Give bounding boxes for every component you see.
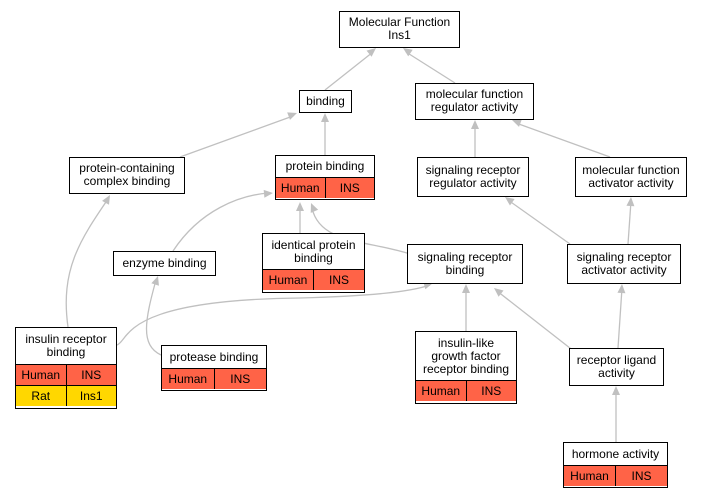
node-label: binding xyxy=(306,93,345,108)
species-cell: Human xyxy=(564,466,615,486)
node-label: identical protein binding xyxy=(271,237,356,265)
node-protease-binding[interactable]: protease binding Human INS xyxy=(161,345,267,391)
species-cell: Human xyxy=(416,381,466,401)
node-signaling-receptor-binding[interactable]: signaling receptor binding xyxy=(407,244,523,284)
node-signaling-receptor-regulator-activity[interactable]: signaling receptor regulator activity xyxy=(417,157,529,197)
node-label: protein-containing complex binding xyxy=(79,161,175,188)
arrowhead-irb-to-pcb xyxy=(102,195,110,205)
node-molecular-function-regulator-activity[interactable]: molecular function regulator activity xyxy=(415,83,534,120)
node-label: protease binding xyxy=(169,349,259,364)
node-label: signaling receptor regulator activity xyxy=(425,162,521,190)
edge-pcb-to-binding xyxy=(179,115,294,158)
node-label: insulin-like growth factor receptor bind… xyxy=(422,335,510,376)
annotation-row-rat: Rat Ins1 xyxy=(16,385,116,406)
arrowhead-binding-to-mf xyxy=(366,48,376,57)
edge-rla-to-srb xyxy=(496,290,576,353)
node-label: protein binding xyxy=(285,159,365,173)
arrowhead-pb-to-binding xyxy=(321,113,329,122)
node-protein-binding[interactable]: protein binding Human INS xyxy=(275,155,375,200)
edge-binding-to-mf xyxy=(324,51,374,91)
node-label: Molecular Function Ins1 xyxy=(348,15,451,42)
arrowhead-ha-to-rla xyxy=(612,386,620,395)
annotation-row-human: Human INS xyxy=(162,368,266,389)
gene-cell: INS xyxy=(324,178,374,198)
gene-cell: INS xyxy=(65,365,116,385)
node-label: molecular function regulator activity xyxy=(425,87,524,114)
node-molecular-function-ins1[interactable]: Molecular Function Ins1 xyxy=(339,11,460,48)
species-cell: Human xyxy=(263,270,313,290)
gene-cell: INS xyxy=(213,369,266,389)
arrowhead-prb-to-eb xyxy=(151,276,159,286)
arrowhead-rla-to-srb xyxy=(494,288,504,297)
annotation-row-human: Human INS xyxy=(263,269,364,290)
arrowhead-mfra-to-mf xyxy=(403,48,413,57)
arrowhead-igf-to-srb xyxy=(462,284,470,293)
species-cell: Human xyxy=(16,365,66,385)
node-label: molecular function activator activity xyxy=(582,162,680,190)
node-protein-containing-complex-binding[interactable]: protein-containing complex binding xyxy=(69,157,185,194)
node-identical-protein-binding[interactable]: identical protein binding Human INS xyxy=(262,233,365,293)
node-insulin-like-growth-factor-receptor-binding[interactable]: insulin-like growth factor receptor bind… xyxy=(415,331,517,404)
node-binding[interactable]: binding xyxy=(299,90,352,113)
arrowhead-mfaa-to-mfra xyxy=(512,119,522,127)
species-cell: Human xyxy=(162,369,214,389)
node-molecular-function-activator-activity[interactable]: molecular function activator activity xyxy=(575,157,687,197)
gene-cell: INS xyxy=(465,381,516,401)
arrowhead-srb-to-pb xyxy=(310,203,319,213)
edge-prb-to-eb xyxy=(145,279,162,356)
edge-eb-to-pb xyxy=(172,192,270,252)
node-label: signaling receptor activator activity xyxy=(576,249,672,277)
edge-rla-to-sraa xyxy=(617,287,623,349)
annotation-row-human: Human INS xyxy=(16,364,116,385)
edge-sraa-to-mfaa xyxy=(627,200,632,245)
node-label: signaling receptor binding xyxy=(417,249,513,277)
edge-irb-to-srb xyxy=(116,284,431,346)
gene-cell: Ins1 xyxy=(65,386,116,406)
arrowhead-ipb-to-pb xyxy=(296,202,304,211)
annotation-row-human: Human INS xyxy=(564,465,667,486)
annotation-row-human: Human INS xyxy=(276,177,374,198)
gene-cell: INS xyxy=(313,270,364,290)
annotation-row-human: Human INS xyxy=(416,380,516,401)
arrowhead-srra-to-mfra xyxy=(471,120,479,129)
node-label: insulin receptor binding xyxy=(25,332,107,359)
species-cell: Rat xyxy=(16,386,66,406)
edge-mfra-to-mf xyxy=(405,51,456,84)
arrowhead-sraa-to-mfaa xyxy=(626,197,635,207)
arrowhead-pcb-to-binding xyxy=(287,112,297,120)
edge-mfaa-to-mfra xyxy=(515,122,611,158)
species-cell: Human xyxy=(276,178,325,198)
node-insulin-receptor-binding[interactable]: insulin receptor binding Human INS Rat I… xyxy=(15,327,117,409)
arrowhead-eb-to-pb xyxy=(263,189,273,198)
node-label: hormone activity xyxy=(571,446,660,461)
gene-cell: INS xyxy=(615,466,667,486)
node-label: enzyme binding xyxy=(122,255,207,270)
arrowhead-rla-to-sraa xyxy=(617,284,626,294)
node-label: receptor ligand activity xyxy=(576,352,657,380)
node-receptor-ligand-activity[interactable]: receptor ligand activity xyxy=(569,348,664,386)
node-signaling-receptor-activator-activity[interactable]: signaling receptor activator activity xyxy=(567,244,681,284)
node-enzyme-binding[interactable]: enzyme binding xyxy=(113,251,216,276)
node-hormone-activity[interactable]: hormone activity Human INS xyxy=(563,442,668,488)
edge-irb-to-pcb xyxy=(65,198,109,328)
edge-srb-to-srra xyxy=(507,199,571,245)
arrowhead-srb-to-srra xyxy=(505,197,515,206)
